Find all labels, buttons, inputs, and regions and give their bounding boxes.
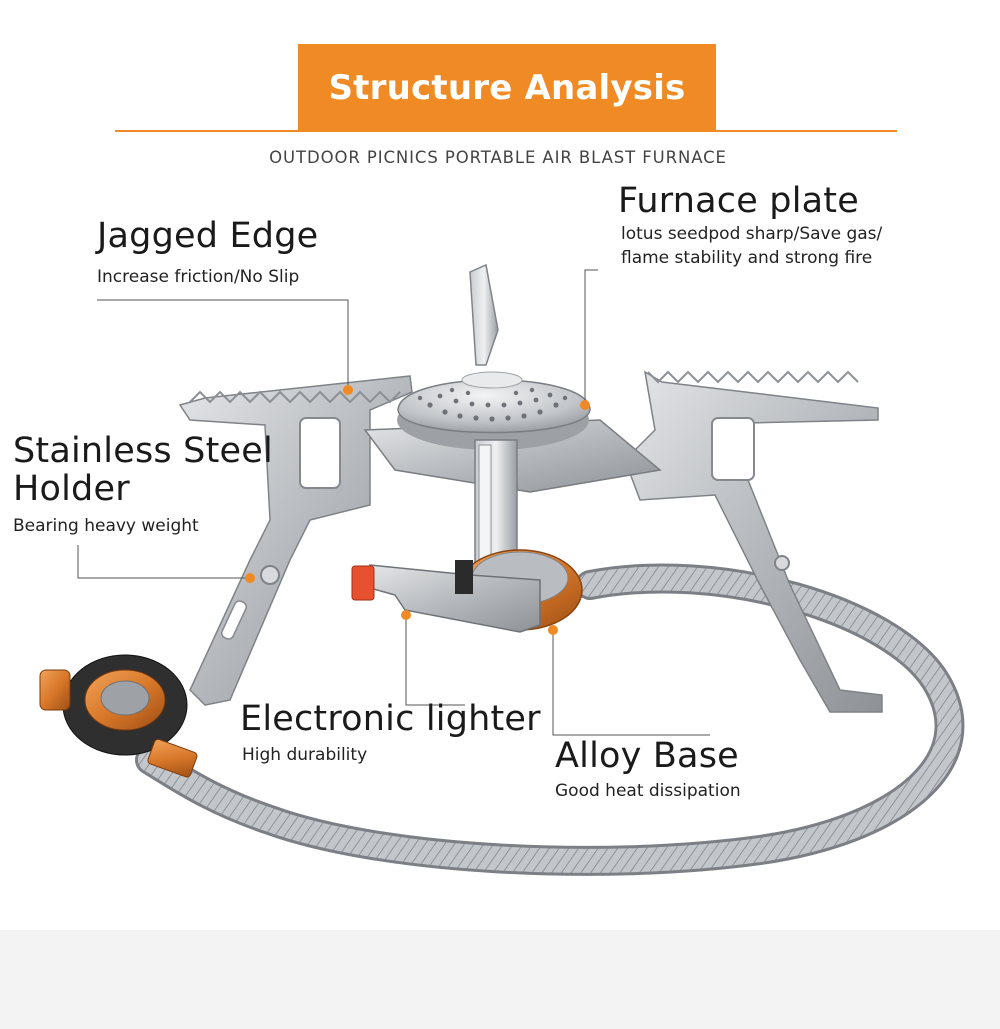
burner-holes [417,387,568,422]
alloy-base-title: Alloy Base [555,736,739,776]
page-title: Structure Analysis [328,68,686,108]
hose-fitting [147,738,198,778]
alloy-base-desc: Good heat dissipation [555,781,741,801]
furnace-plate-title: Furnace plate [618,181,859,221]
stainless-holder-title-line1: Stainless Steel [13,431,273,471]
gas-connector-inlet [100,680,150,716]
stainless-holder-desc: Bearing heavy weight [13,516,199,536]
furnace-plate-desc-line1: lotus seedpod sharp/Save gas/ [621,224,883,244]
left-support-slot [299,417,341,489]
braided-hose [138,566,962,873]
electronic-lighter-desc: High durability [242,745,368,765]
jagged-edge-desc: Increase friction/No Slip [97,267,300,287]
electronic-lighter-title: Electronic lighter [240,699,541,739]
left-leg-slot [221,600,247,640]
right-hinge-rivet [774,555,790,571]
gas-connector-knob [39,669,71,711]
burner-cap [461,371,523,389]
left-jagged-edge [189,390,401,404]
jagged-edge-title: Jagged Edge [97,216,319,256]
right-pot-support [624,370,883,713]
lighter-trigger [455,560,473,594]
left-hinge-rivet [260,565,280,585]
right-jagged-edge [647,370,859,384]
callout-markers [245,385,590,635]
title-banner: Structure Analysis [298,44,716,132]
ignition-button [351,565,375,601]
page-subtitle: OUTDOOR PICNICS PORTABLE AIR BLAST FURNA… [269,148,727,167]
furnace-plate-dome [397,379,591,434]
footer-band [0,930,1000,1029]
stainless-holder-title-line2: Holder [13,469,130,509]
furnace-plate-desc-line2: flame stability and strong fire [621,248,873,268]
right-support-slot [711,417,755,481]
electronic-lighter-housing [369,564,541,633]
back-pot-support [469,263,499,366]
left-pot-support [178,375,413,706]
leader-lines [77,269,710,736]
ignition-electrode [478,444,492,566]
